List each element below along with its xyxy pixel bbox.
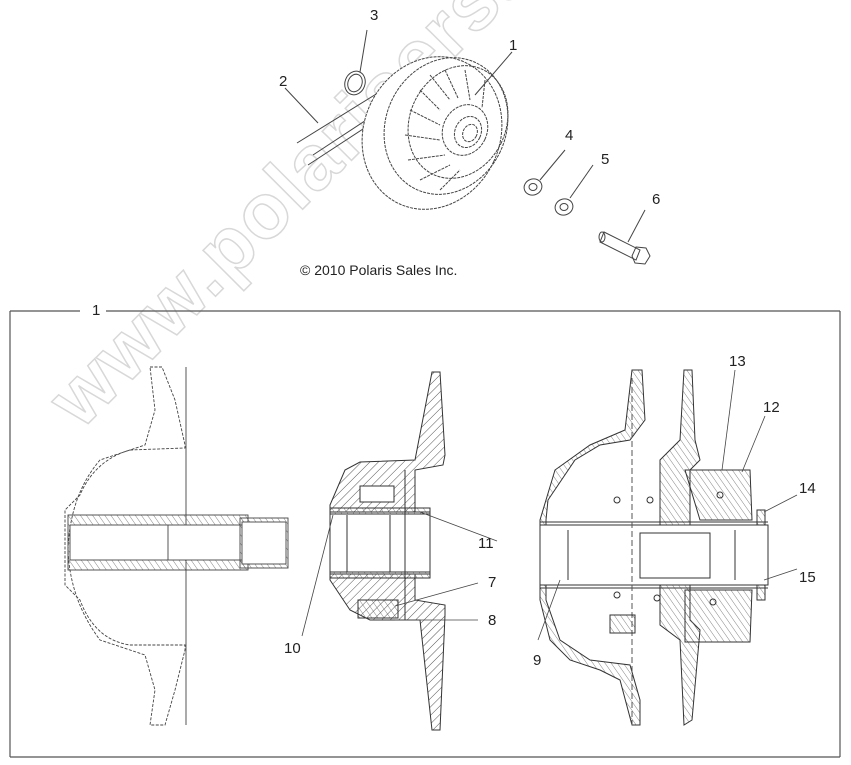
callout-7: 7 [488, 574, 497, 591]
callout-10: 10 [284, 640, 301, 657]
callout-9: 9 [533, 652, 542, 669]
section-middle [329, 371, 446, 731]
callout-5: 5 [601, 151, 610, 168]
callout-6: 6 [652, 191, 661, 208]
callout-11: 11 [478, 535, 494, 552]
frame-callout-1: 1 [86, 302, 107, 319]
o-ring-illustration [344, 70, 366, 96]
washer-4-illustration [523, 178, 543, 196]
washer-5-illustration [554, 198, 574, 216]
callout-3: 3 [370, 7, 379, 24]
callout-13: 13 [729, 353, 746, 370]
callout-2: 2 [279, 73, 288, 90]
copyright-notice: © 2010 Polaris Sales Inc. [300, 262, 458, 278]
section-right [539, 369, 769, 726]
section-left [64, 366, 289, 726]
callout-8: 8 [488, 612, 497, 629]
exploded-view [284, 29, 651, 265]
section-leaders [301, 369, 798, 641]
callout-4: 4 [565, 127, 574, 144]
callout-12: 12 [763, 399, 780, 416]
section-frame [9, 310, 841, 758]
callout-1: 1 [509, 37, 518, 54]
clutch-illustration [361, 56, 509, 210]
callout-15: 15 [799, 569, 816, 586]
callout-14: 14 [799, 480, 816, 497]
bolt-illustration [598, 231, 651, 265]
